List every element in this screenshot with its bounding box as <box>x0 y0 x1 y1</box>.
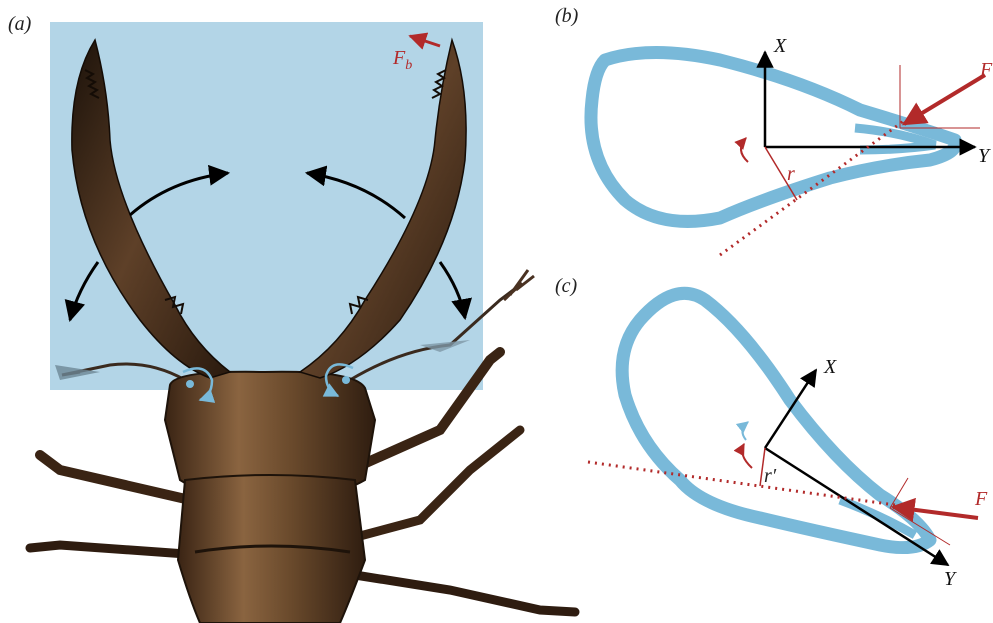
pivot-dot-icon <box>342 376 350 384</box>
antenna-right-club <box>504 270 534 300</box>
mandible-cross-section-outline <box>622 293 930 547</box>
panel-b: (b) X Y r F <box>555 5 993 255</box>
panel-b-label: (b) <box>555 5 579 27</box>
rotation-arrow-icon <box>741 138 748 162</box>
axis-x-label: X <box>823 356 837 378</box>
leg-left-1 <box>40 455 190 500</box>
panel-a-label: (a) <box>8 13 32 35</box>
force-arrow <box>904 75 985 124</box>
axis-y-label: Y <box>978 145 991 167</box>
y-axis-arrow <box>765 448 948 565</box>
moment-arm-label: r′ <box>764 465 777 487</box>
leg-left-2 <box>30 545 200 555</box>
axis-y-label: Y <box>944 568 957 590</box>
pivot-dot-icon <box>186 380 194 388</box>
moment-arm-label: r <box>787 163 795 185</box>
leg-right-3 <box>355 575 575 612</box>
rotation-arrow-icon <box>742 444 752 468</box>
axis-x-label: X <box>773 35 787 57</box>
force-label: F <box>979 59 993 81</box>
panel-c-label: (c) <box>555 275 578 297</box>
panel-a: (a) Fb <box>8 13 575 623</box>
rotation-arrow-icon <box>742 422 748 440</box>
panel-c: (c) X Y r′ F <box>555 275 988 590</box>
force-label: F <box>974 488 988 510</box>
